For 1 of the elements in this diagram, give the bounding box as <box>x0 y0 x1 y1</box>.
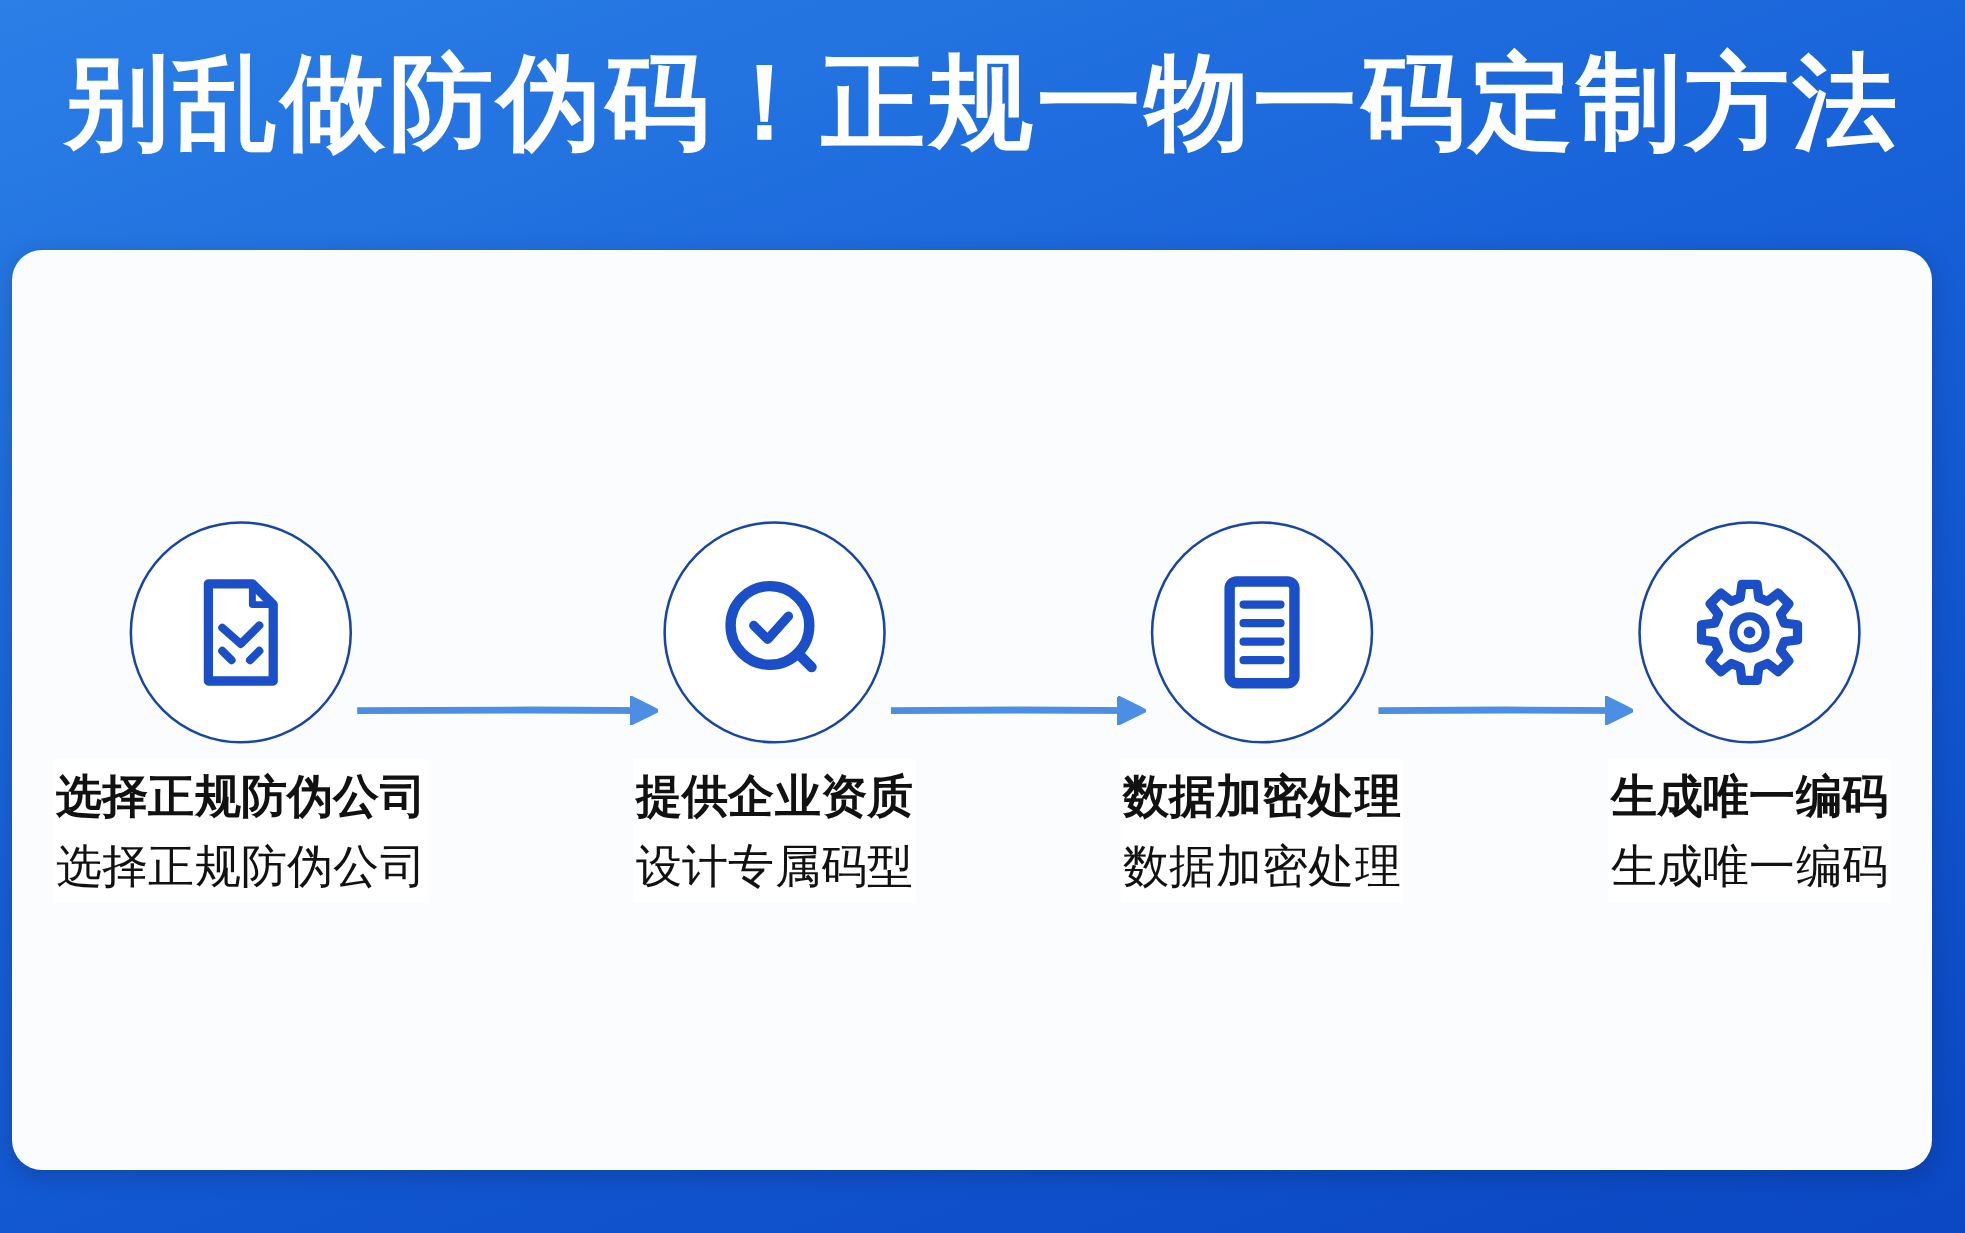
title: 别乱做防伪码！正规一物一码定制方法 <box>62 40 1902 165</box>
